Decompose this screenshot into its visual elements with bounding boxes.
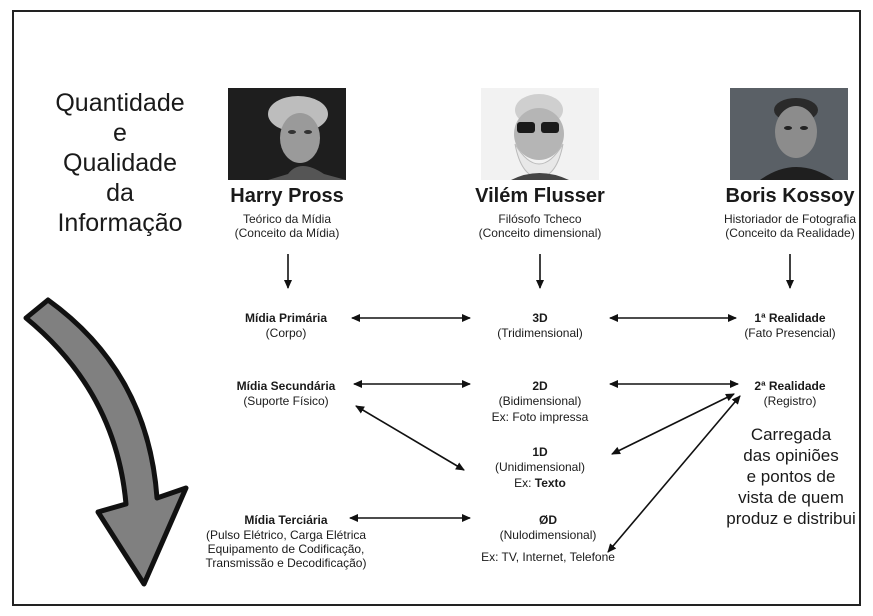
node-line: (Nulodimensional) (499, 528, 597, 542)
person-concept: (Conceito da Mídia) (234, 226, 340, 240)
title-line: Quantidade (55, 89, 185, 117)
midia-primaria: Mídia Primária (Corpo) (188, 311, 384, 340)
link-0d-realidade2 (607, 395, 741, 553)
person-harry-pross: Harry Pross Teórico da Mídia (Conceito d… (188, 184, 386, 240)
node-example-prefix: Ex: (514, 476, 535, 490)
title-line: e (113, 119, 127, 147)
node-line: Equipamento de Codificação, (207, 542, 365, 556)
node-line: Transmissão e Decodificação) (205, 556, 367, 570)
midia-terciaria: Mídia Terciária (Pulso Elétrico, Carga E… (183, 513, 389, 570)
node-line: (Registro) (763, 394, 817, 408)
person-boris-kossoy: Boris Kossoy Historiador de Fotografia (… (690, 184, 873, 240)
slide-border (12, 10, 861, 606)
node-example: Ex: Texto (460, 476, 620, 490)
node-head: Mídia Terciária (244, 513, 328, 527)
node-head: 1D (532, 445, 548, 459)
node-example: Ex: Foto impressa (491, 410, 589, 424)
title-line: Informação (57, 209, 183, 237)
person-concept: (Conceito dimensional) (478, 226, 602, 240)
node-line: (Unidimensional) (494, 460, 586, 474)
dimensao-0d: ØD (Nulodimensional) Ex: TV, Internet, T… (460, 513, 636, 564)
note-line: das opiniões (743, 446, 839, 465)
title: Quantidade e Qualidade da Informação (40, 88, 200, 238)
portrait-photo-boris-kossoy (730, 88, 848, 180)
node-line: (Bidimensional) (498, 394, 582, 408)
title-line: da (106, 179, 134, 207)
link-secundaria-1d (355, 405, 465, 471)
person-name: Harry Pross (230, 185, 344, 207)
midia-secundaria: Mídia Secundária (Suporte Físico) (188, 379, 384, 408)
person-role: Teórico da Mídia (242, 212, 332, 226)
curved-down-arrow-icon (23, 297, 189, 587)
realidade-2: 2ª Realidade (Registro) (710, 379, 870, 408)
note-line: vista de quem (738, 488, 844, 507)
node-head: Mídia Primária (244, 311, 328, 325)
dimensao-3d: 3D (Tridimensional) (460, 311, 620, 340)
portrait-photo-vilem-flusser (481, 88, 599, 180)
realidade-note: Carregada das opiniões e pontos de vista… (712, 424, 870, 529)
title-line: Qualidade (63, 149, 177, 177)
note-line: e pontos de (746, 467, 836, 486)
realidade-1: 1ª Realidade (Fato Presencial) (710, 311, 870, 340)
node-head: 1ª Realidade (754, 311, 826, 325)
dimensao-2d: 2D (Bidimensional) Ex: Foto impressa (460, 379, 620, 424)
node-line: (Suporte Físico) (243, 394, 329, 408)
person-name: Vilém Flusser (475, 185, 605, 207)
portrait-photo-harry-pross (228, 88, 346, 180)
person-name: Boris Kossoy (725, 185, 855, 207)
node-example-bold: Texto (534, 476, 566, 490)
node-line: (Corpo) (265, 326, 307, 340)
node-head: Mídia Secundária (236, 379, 336, 393)
person-role: Filósofo Tcheco (498, 212, 582, 226)
node-head: 2ª Realidade (754, 379, 826, 393)
node-line: (Tridimensional) (497, 326, 583, 340)
node-line: (Pulso Elétrico, Carga Elétrica (205, 528, 367, 542)
person-concept: (Conceito da Realidade) (725, 226, 855, 240)
node-line: (Fato Presencial) (744, 326, 836, 340)
node-head: 2D (532, 379, 548, 393)
person-role: Historiador de Fotografia (723, 212, 857, 226)
person-vilem-flusser: Vilém Flusser Filósofo Tcheco (Conceito … (440, 184, 640, 240)
node-head: ØD (539, 513, 557, 527)
note-line: Carregada (750, 425, 832, 444)
node-head: 3D (532, 311, 548, 325)
note-line: produz e distribui (726, 509, 856, 528)
dimensao-1d: 1D (Unidimensional) Ex: Texto (460, 445, 620, 490)
node-example: Ex: TV, Internet, Telefone (481, 550, 615, 564)
